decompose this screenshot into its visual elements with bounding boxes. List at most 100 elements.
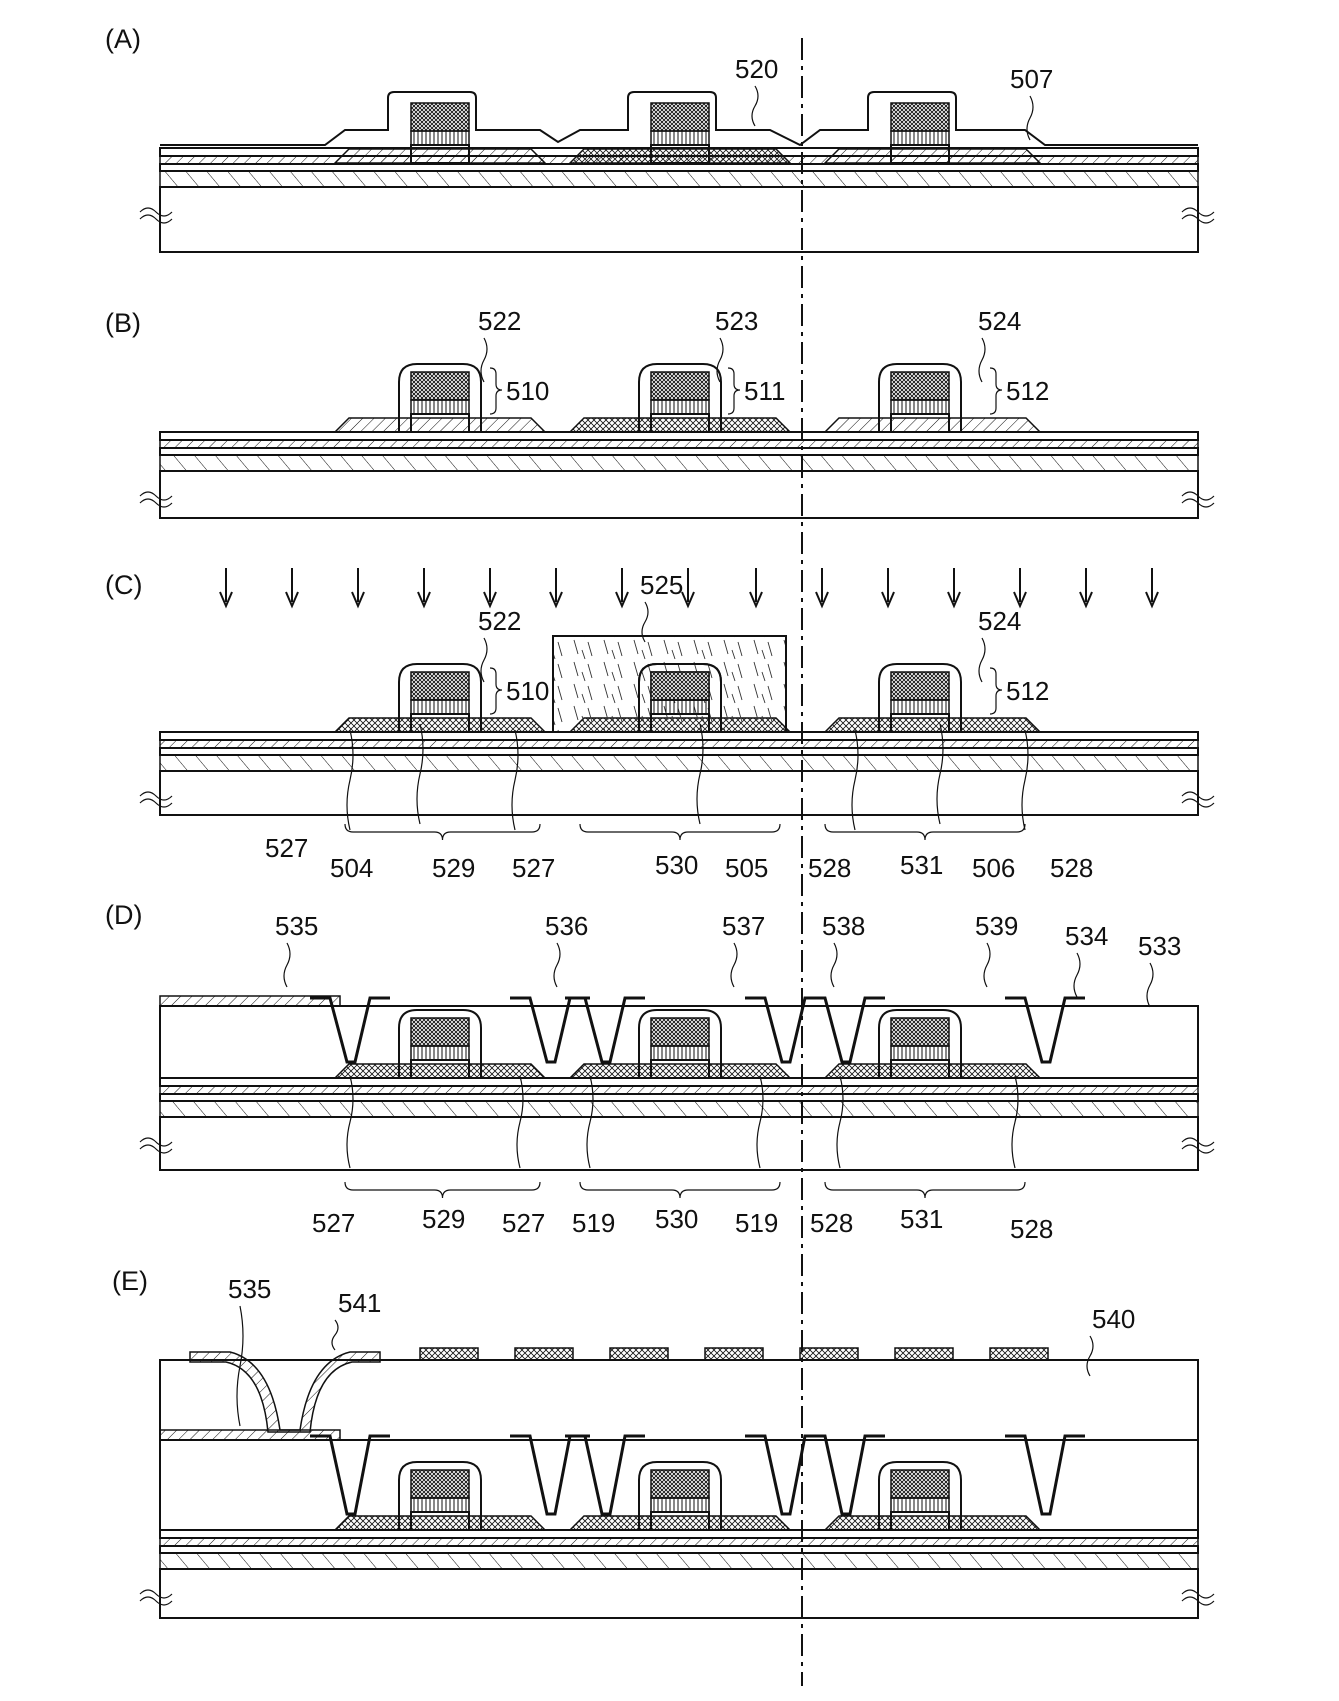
label-524: 524 [978,306,1021,336]
panel-caption: (C) [105,570,142,600]
pixel-electrode [420,1348,478,1360]
label-522: 522 [478,306,521,336]
wiring-535 [160,996,340,1006]
gate-insulator-layer [160,1078,1198,1086]
leader-line [1147,963,1153,1007]
pixel-electrode [705,1348,763,1360]
gate-electrode-upper [891,103,949,131]
label-539: 539 [975,911,1018,941]
region-brace [580,824,780,840]
gate-electrode-lower [891,1498,949,1512]
base-insulator-layer [160,1094,1198,1101]
region-brace [345,1182,540,1198]
panel-caption: (B) [105,308,141,338]
label-528: 528 [808,853,851,883]
contact-electrode [745,1436,825,1514]
label-540: 540 [1092,1304,1135,1334]
separation-layer [160,1101,1198,1117]
gate-electrode-upper [891,1470,949,1498]
stack-brace [728,368,740,414]
leader-line [332,1320,338,1350]
leader-line [752,86,758,126]
gate-electrode-lower [891,131,949,145]
label-510: 510 [506,376,549,406]
label-523: 523 [715,306,758,336]
impurity-region [335,149,545,163]
break-mark [140,792,172,807]
separation-layer [160,1553,1198,1569]
gate-electrode-upper [651,372,709,400]
region-brace [825,1182,1025,1198]
gate-electrode-upper [651,1018,709,1046]
substrate [160,471,1198,518]
label-530: 530 [655,1204,698,1234]
gate-insulator-layer [160,1530,1198,1538]
contact-electrode [1005,1436,1085,1514]
label-531: 531 [900,1204,943,1234]
leader-line [731,943,737,987]
gate-electrode-upper [651,103,709,131]
substrate [160,1117,1198,1170]
break-mark [140,208,172,223]
contact-electrode [745,998,825,1062]
impurity-region [825,149,1040,163]
gate-electrode-upper [411,1470,469,1498]
gate-insulator-layer [160,432,1198,440]
leader-line [831,943,837,987]
panel-a: (A)520507 [105,24,1214,252]
gate-electrode-upper [411,672,469,700]
label-538: 538 [822,911,865,941]
label-505: 505 [725,853,768,883]
gate-electrode-upper [891,1018,949,1046]
label-533: 533 [1138,931,1181,961]
label-531: 531 [900,850,943,880]
label-511: 511 [744,376,785,406]
region-brace [345,824,540,840]
impurity-region [335,1516,545,1530]
base-insulator-layer [160,448,1198,455]
leader-line [979,338,985,382]
impurity-region [570,418,790,432]
pixel-electrode [515,1348,573,1360]
impurity-region [825,718,1040,732]
panel-caption: (A) [105,24,141,54]
gate-insulator-layer [160,732,1198,740]
panel-d: (D)5355365375385395345335275295275195305… [105,900,1214,1244]
label-528: 528 [810,1208,853,1238]
separation-layer [160,171,1198,187]
panel-c: (C)5225255245105125275045295275305055285… [105,568,1214,883]
impurity-region [825,1064,1040,1078]
stack-brace [990,368,1002,414]
label-524: 524 [978,606,1021,636]
contact-electrode [310,1436,390,1514]
label-520: 520 [735,54,778,84]
label-537: 537 [722,911,765,941]
contact-electrode [805,998,885,1062]
label-527: 527 [512,853,555,883]
leader-line [979,638,985,682]
leader-line [481,338,487,382]
label-529: 529 [422,1204,465,1234]
gate-electrode-lower [651,1046,709,1060]
impurity-region [570,1064,790,1078]
label-528: 528 [1050,853,1093,883]
gate-electrode-lower [891,700,949,714]
impurity-region [335,418,545,432]
label-535: 535 [228,1274,271,1304]
label-522: 522 [478,606,521,636]
region-brace [580,1182,780,1198]
label-510: 510 [506,676,549,706]
wiring-535 [160,1430,340,1440]
base-insulator-layer [160,1546,1198,1553]
wiring-541 [190,1352,380,1432]
gate-electrode-lower [411,1046,469,1060]
label-504: 504 [330,853,373,883]
label-530: 530 [655,850,698,880]
gate-electrode-lower [411,400,469,414]
gate-electrode-lower [651,700,709,714]
label-519: 519 [735,1208,778,1238]
break-mark [140,1590,172,1605]
label-527: 527 [502,1208,545,1238]
impurity-region [335,718,545,732]
